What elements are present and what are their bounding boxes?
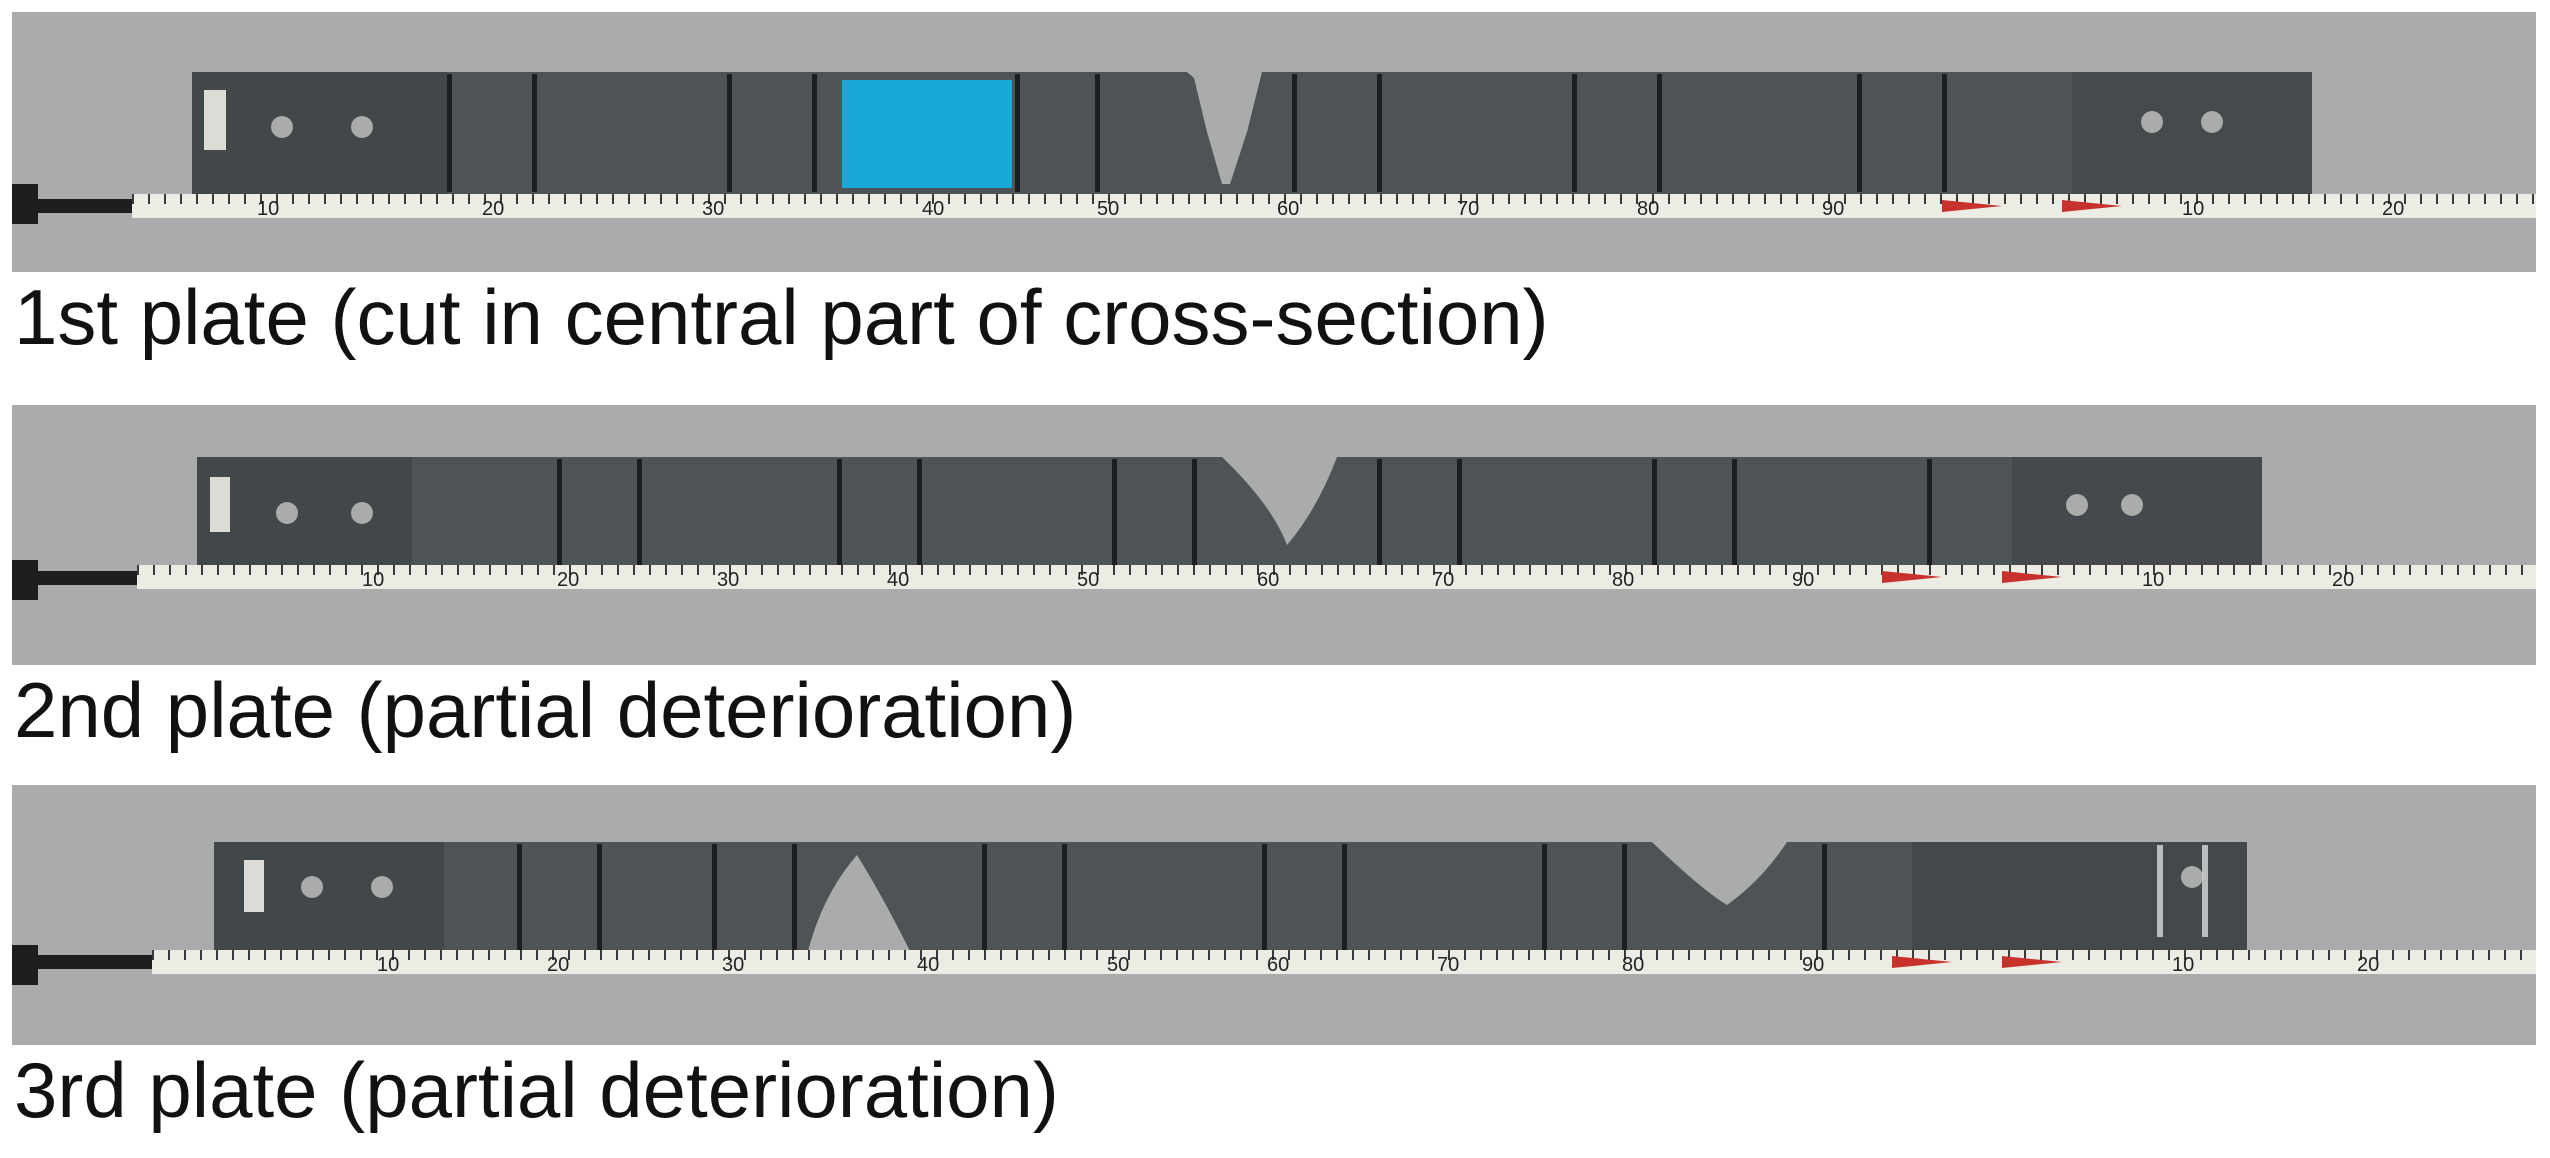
bolt-hole — [351, 502, 373, 524]
blue-sticker — [842, 80, 1012, 188]
tape-number: 70 — [1437, 954, 1459, 976]
tape-number: 60 — [1267, 954, 1289, 976]
plate-caption-2: 2nd plate (partial deterioration) — [14, 666, 1077, 754]
tape-red-arrow — [2062, 200, 2122, 212]
tape-red-arrow — [1892, 956, 1952, 968]
tape-number: 60 — [1257, 569, 1279, 591]
plate-end-left — [197, 457, 412, 580]
tape-number: 40 — [887, 569, 909, 591]
steel-plate — [197, 457, 2262, 580]
tape-number: 20 — [547, 954, 569, 976]
tape-number: 20 — [2332, 569, 2354, 591]
steel-plate — [192, 72, 2312, 194]
tape-number: 80 — [1637, 198, 1659, 220]
tape-number: 30 — [717, 569, 739, 591]
bolt-hole — [351, 116, 373, 138]
photo-panel-3: 10 20 30 40 50 60 70 80 90 10 20 — [12, 785, 2536, 1045]
tape-end-strap — [38, 199, 133, 213]
tape-number: 80 — [1622, 954, 1644, 976]
tape-hook — [12, 184, 38, 224]
tape-number: 10 — [2172, 954, 2194, 976]
bolt-hole — [371, 876, 393, 898]
tape-number: 40 — [917, 954, 939, 976]
photo-panel-2: 10 20 30 40 50 60 70 80 90 10 20 — [12, 405, 2536, 665]
bolt-hole — [2066, 494, 2088, 516]
tape-number: 10 — [2182, 198, 2204, 220]
tape-number: 90 — [1792, 569, 1814, 591]
tape-red-arrow — [2002, 571, 2062, 583]
plate-photo-2: 10 20 30 40 50 60 70 80 90 10 20 — [12, 405, 2536, 665]
plate-caption-3: 3rd plate (partial deterioration) — [14, 1046, 1059, 1134]
bolt-hole — [2201, 111, 2223, 133]
tape-hook — [12, 945, 38, 985]
plate-end-right — [1912, 842, 2247, 955]
tape-number: 70 — [1432, 569, 1454, 591]
tape-end-strap — [38, 571, 138, 585]
bolt-hole — [2181, 866, 2203, 888]
tape-number: 90 — [1822, 198, 1844, 220]
tape-number: 50 — [1097, 198, 1119, 220]
weld-lines — [557, 459, 1932, 577]
tape-number: 20 — [482, 198, 504, 220]
reflection-mark — [2157, 845, 2163, 937]
plate-label-tag — [210, 477, 230, 532]
tape-number: 20 — [557, 569, 579, 591]
bolt-hole — [2141, 111, 2163, 133]
weld-lines — [517, 844, 1827, 952]
reflection-mark — [2202, 845, 2208, 937]
tape-number: 10 — [2142, 569, 2164, 591]
tape-hook — [12, 560, 38, 600]
tape-numbers: 10 20 30 40 50 60 70 80 90 10 20 — [362, 569, 2354, 591]
tape-number: 10 — [257, 198, 279, 220]
tape-number: 60 — [1277, 198, 1299, 220]
weld-lines — [447, 74, 1947, 192]
tape-number: 30 — [702, 198, 724, 220]
bolt-hole — [2121, 494, 2143, 516]
plate-end-right — [2072, 72, 2312, 194]
tape-number: 40 — [922, 198, 944, 220]
tape-number: 10 — [362, 569, 384, 591]
tape-number: 70 — [1457, 198, 1479, 220]
plate-photo-3: 10 20 30 40 50 60 70 80 90 10 20 — [12, 785, 2536, 1045]
plate-label-tag — [244, 860, 264, 912]
plate-caption-1: 1st plate (cut in central part of cross-… — [14, 273, 1549, 361]
tape-number: 20 — [2382, 198, 2404, 220]
tape-ticks — [132, 194, 2536, 218]
tape-number: 20 — [2357, 954, 2379, 976]
plate-end-left — [192, 72, 447, 194]
tape-number: 80 — [1612, 569, 1634, 591]
tape-number: 50 — [1107, 954, 1129, 976]
tape-ticks — [137, 565, 2536, 589]
tape-number: 90 — [1802, 954, 1824, 976]
tape-numbers: 10 20 30 40 50 60 70 80 90 10 20 — [257, 198, 2404, 220]
steel-plate — [214, 842, 2247, 955]
tape-red-arrow — [1882, 571, 1942, 583]
tape-ticks — [152, 950, 2536, 974]
tape-numbers: 10 20 30 40 50 60 70 80 90 10 20 — [377, 954, 2379, 976]
plate-label-tag — [204, 90, 226, 150]
bolt-hole — [301, 876, 323, 898]
tape-red-arrow — [2002, 956, 2062, 968]
plate-end-right — [2012, 457, 2262, 580]
tape-end-strap — [38, 955, 153, 969]
bolt-hole — [276, 502, 298, 524]
tape-number: 10 — [377, 954, 399, 976]
plate-photo-1: 10 20 30 40 50 60 70 80 90 10 20 — [12, 12, 2536, 272]
photo-panel-1: 10 20 30 40 50 60 70 80 90 10 20 — [12, 12, 2536, 272]
bolt-hole — [271, 116, 293, 138]
tape-red-arrow — [1942, 200, 2002, 212]
tape-number: 50 — [1077, 569, 1099, 591]
tape-number: 30 — [722, 954, 744, 976]
